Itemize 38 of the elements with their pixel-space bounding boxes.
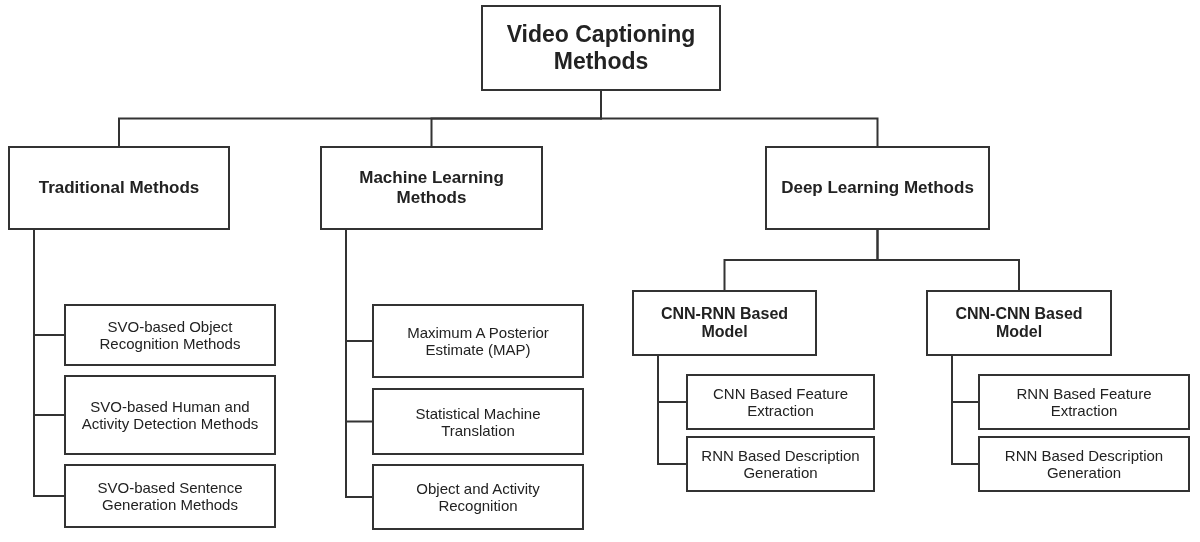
method-box: [372, 304, 584, 378]
method-box: [64, 304, 276, 366]
category-box: [481, 5, 721, 91]
method-label: SVO-based Object Recognition Methods: [98, 318, 242, 352]
method-box: [686, 374, 875, 430]
connector-line: [345, 229, 373, 498]
method-box: [686, 436, 875, 492]
method-label: SVO-based Sentence Generation Methods: [96, 479, 244, 513]
category-box: [632, 290, 817, 356]
method-label: RNN Based Description Generation: [1003, 447, 1165, 481]
method-label: CNN Based Feature Extraction: [711, 385, 850, 419]
method-box: [978, 374, 1190, 430]
category-box: [320, 146, 543, 230]
method-box: [64, 375, 276, 455]
connector-line: [657, 355, 687, 465]
connector-line: [876, 229, 1020, 291]
method-box: [978, 436, 1190, 492]
method-box: [372, 464, 584, 530]
category-title: CNN-RNN Based Model: [659, 305, 790, 341]
connector-line: [33, 229, 65, 497]
category-title: CNN-CNN Based Model: [954, 305, 1084, 341]
category-title: Deep Learning Methods: [781, 178, 974, 198]
category-title: Video Captioning Methods: [505, 21, 697, 75]
method-label: Statistical Machine Translation: [414, 404, 542, 439]
category-title: Machine Learning Methods: [358, 168, 505, 208]
method-box: [372, 388, 584, 455]
method-label: Object and Activity Recognition: [415, 480, 541, 514]
method-label: SVO-based Human and Activity Detection Methods: [80, 398, 260, 432]
category-title: Traditional Methods: [38, 178, 200, 198]
method-label: Maximum A Posterior Estimate (MAP): [406, 324, 550, 358]
category-box: [926, 290, 1112, 356]
connector-line: [951, 355, 979, 465]
method-label: RNN Based Description Generation: [700, 447, 861, 481]
method-label: RNN Based Feature Extraction: [1015, 385, 1153, 419]
connector-line: [600, 90, 879, 147]
category-box: [8, 146, 230, 230]
category-box: [765, 146, 990, 230]
method-box: [64, 464, 276, 528]
